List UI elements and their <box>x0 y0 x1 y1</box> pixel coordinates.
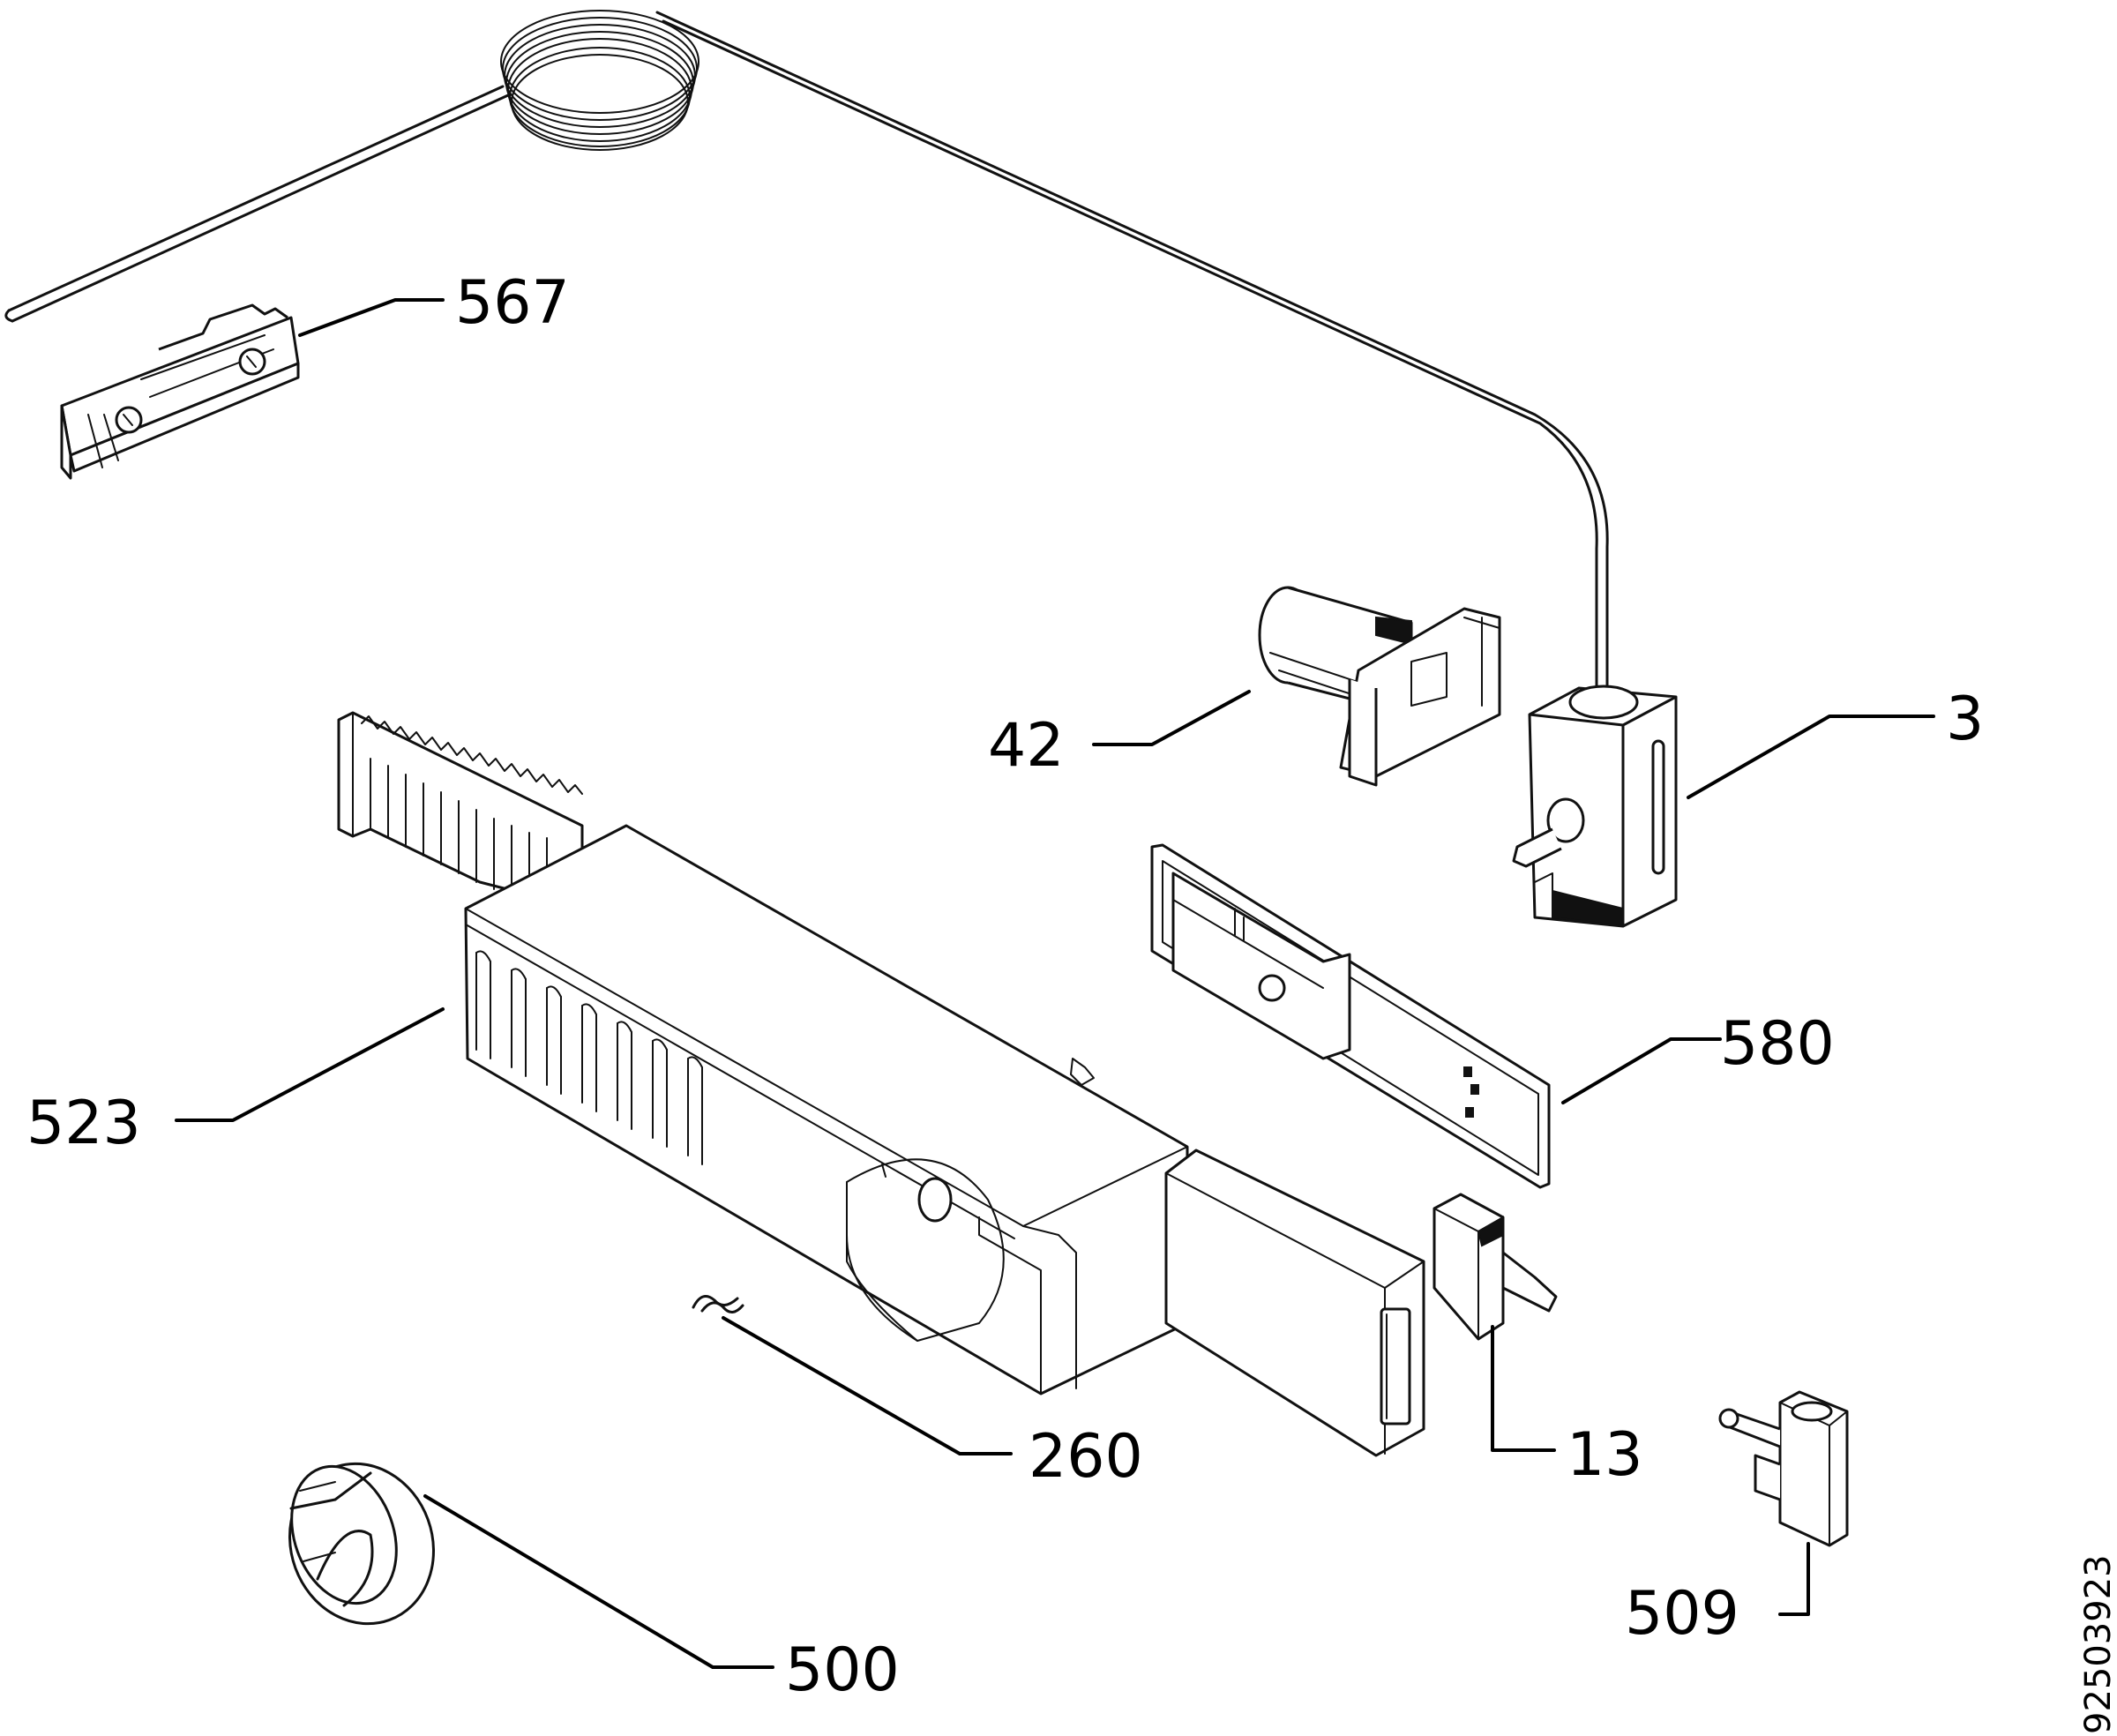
leader-lines <box>175 298 1935 1669</box>
leader-42 <box>1092 690 1251 746</box>
lamp-cover <box>1164 1149 1425 1457</box>
part-3-thermostat <box>1512 685 1678 928</box>
label-500: 500 <box>785 1635 900 1705</box>
part-567-clip <box>60 303 300 480</box>
part-13-switch <box>1433 1193 1558 1341</box>
part-580-panel <box>1150 843 1551 1189</box>
leader-3 <box>1687 715 1935 799</box>
label-13: 13 <box>1567 1420 1643 1490</box>
leader-260 <box>722 1316 1013 1455</box>
part-500-knob <box>288 1462 435 1626</box>
capillary-tube <box>4 10 1609 699</box>
label-3: 3 <box>1946 685 1984 754</box>
part-509-bracket <box>1718 1390 1849 1547</box>
leader-500 <box>423 1494 774 1669</box>
label-580: 580 <box>1720 1009 1835 1079</box>
leader-523 <box>175 1007 445 1122</box>
leader-567 <box>298 298 445 337</box>
label-509: 509 <box>1625 1579 1739 1649</box>
label-42: 42 <box>988 711 1065 781</box>
label-567: 567 <box>455 268 570 338</box>
leader-509 <box>1778 1542 1810 1616</box>
label-260: 260 <box>1029 1422 1143 1492</box>
part-42-lamp-holder <box>1258 586 1501 787</box>
leader-13 <box>1491 1325 1556 1452</box>
label-523: 523 <box>26 1089 141 1158</box>
leader-580 <box>1561 1037 1722 1104</box>
part-labels: 567 3 42 580 523 260 13 500 509 <box>26 268 1984 1705</box>
document-code: 92503923 <box>2078 1554 2117 1734</box>
part-523-housing <box>337 711 1189 1396</box>
part-260-spring-clip <box>692 1295 744 1313</box>
